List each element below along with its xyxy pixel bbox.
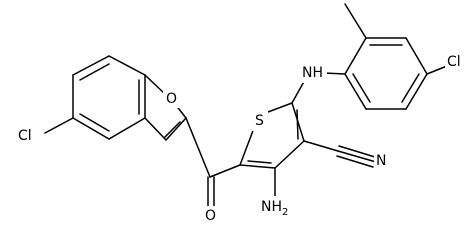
- atom-label-nh: NH: [302, 65, 323, 81]
- bond-layer: [44, 3, 448, 208]
- bond: [164, 121, 181, 138]
- bond: [405, 37, 428, 75]
- bond: [185, 117, 211, 178]
- bond: [239, 164, 276, 169]
- bond: [108, 117, 146, 140]
- bond: [323, 72, 346, 75]
- bond: [44, 117, 74, 134]
- bond: [405, 73, 428, 110]
- bond: [344, 37, 367, 75]
- atom-label-nh2-main: NH: [261, 199, 282, 215]
- bond: [247, 160, 272, 164]
- chemical-structure: Cl O O S NH N Cl NH2: [16, 3, 471, 226]
- bond: [426, 65, 448, 75]
- bond: [344, 73, 367, 110]
- bond: [303, 140, 339, 152]
- bond: [144, 74, 167, 96]
- bond: [144, 117, 167, 141]
- atom-label-cl: Cl: [447, 54, 461, 70]
- bond: [79, 113, 110, 132]
- bond: [401, 73, 420, 103]
- bond: [209, 164, 241, 178]
- atom-label-s: S: [255, 113, 264, 129]
- bond: [338, 145, 376, 158]
- bond: [239, 127, 255, 166]
- bond: [72, 117, 110, 140]
- atom-label-layer: Cl O O S NH N Cl NH2: [16, 51, 471, 226]
- bond: [108, 55, 146, 76]
- atom-label-nh2: NH2: [261, 199, 288, 218]
- bond: [336, 155, 374, 168]
- bond: [352, 73, 371, 103]
- bond: [72, 55, 110, 76]
- bond: [79, 63, 110, 81]
- bond: [337, 150, 377, 163]
- atom-label-o: O: [205, 208, 216, 224]
- atom-label-n: N: [376, 153, 386, 169]
- atom-label-o: O: [166, 91, 177, 107]
- bond: [274, 140, 305, 169]
- bond: [344, 3, 367, 39]
- bond: [267, 102, 293, 113]
- bond: [165, 117, 187, 141]
- atom-label-cl: Cl: [18, 128, 32, 144]
- atom-label-nh2-subscript: 2: [282, 207, 288, 218]
- bond: [296, 109, 299, 140]
